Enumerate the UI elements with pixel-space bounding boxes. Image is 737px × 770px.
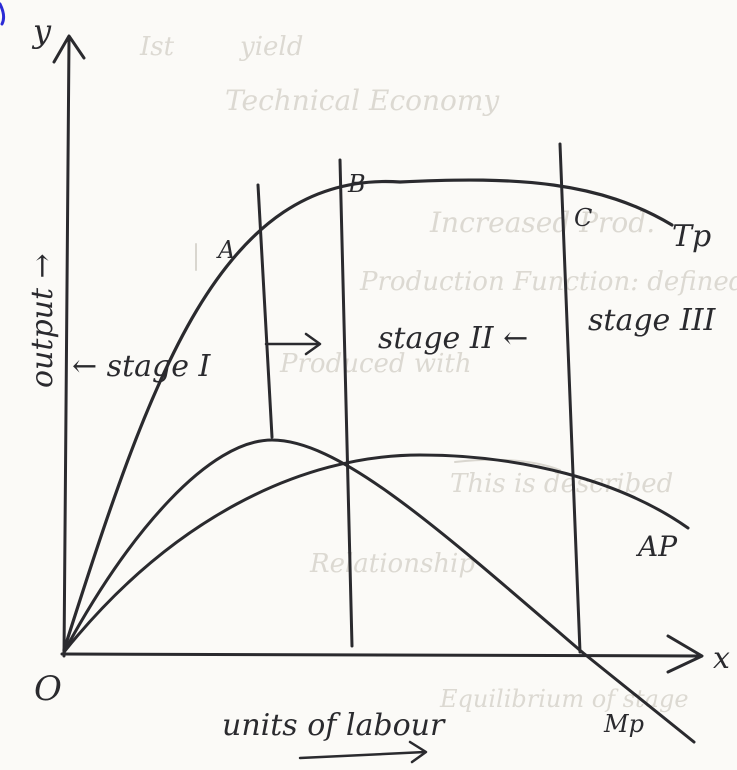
tp-curve-label: Tp	[672, 219, 711, 254]
x-axis-title-arrow	[298, 740, 428, 764]
point-c-label: C	[574, 204, 592, 232]
bleed-text-9: Equilibrium of stage	[439, 685, 689, 713]
bleed-text-2: yield	[239, 32, 303, 62]
y-axis	[62, 38, 71, 658]
background-bleed: Ist yield Technical Economy Increased Pr…	[139, 32, 737, 713]
y-axis-letter: y	[31, 12, 52, 50]
mp-curve-label: Mp	[603, 710, 644, 738]
origin-label: O	[34, 669, 62, 709]
y-axis-title: output →	[25, 253, 60, 388]
corner-mark	[0, 2, 6, 26]
bleed-text-5: Production Function: defined	[359, 267, 737, 297]
point-a-label: A	[216, 236, 235, 264]
bleed-text-1: Ist	[139, 32, 175, 62]
curves	[62, 178, 696, 744]
divider-line-a	[256, 183, 274, 439]
x-axis-title: units of labour	[222, 708, 446, 743]
point-b-label: B	[347, 170, 366, 198]
average-product-curve	[62, 453, 690, 654]
x-axis	[60, 652, 702, 658]
stage-2-label: stage II ←	[378, 321, 528, 356]
bleed-text-3: Technical Economy	[225, 84, 500, 117]
ap-curve-label: AP	[635, 530, 678, 563]
y-axis-arrowhead	[52, 34, 86, 64]
x-axis-arrowhead	[666, 634, 704, 674]
marginal-product-negative-tail	[580, 650, 696, 744]
total-product-curve	[62, 178, 674, 652]
stage-1-arrow	[264, 332, 322, 356]
x-axis-letter: x	[713, 641, 730, 676]
stage-dividers	[256, 142, 582, 654]
divider-line-b	[338, 158, 354, 648]
bleed-text-4: Increased Prod.	[429, 206, 655, 239]
bleed-text-6: Produced with	[279, 349, 472, 379]
axes	[52, 34, 704, 674]
bleed-text-8: Relationship	[309, 549, 475, 579]
stage-1-label: ← stage I	[72, 349, 212, 384]
marginal-product-curve	[62, 438, 584, 654]
stage-3-label: stage III	[588, 303, 717, 338]
bleed-text-7: This is described	[450, 469, 673, 499]
bleed-stroke-2	[454, 458, 561, 471]
divider-line-c	[558, 142, 582, 654]
